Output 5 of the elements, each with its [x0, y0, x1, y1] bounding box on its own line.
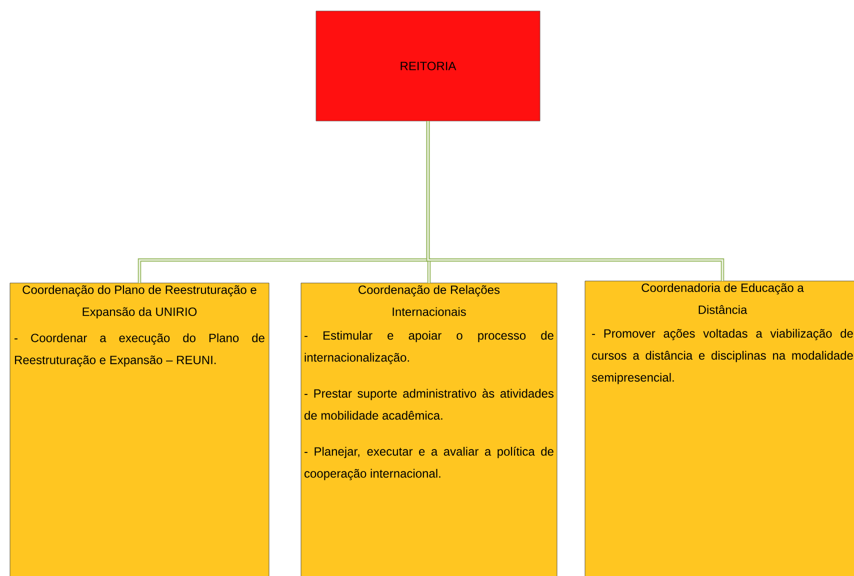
- org-box: REITORIA: [316, 10, 540, 122]
- org-box: Coordenadoria de Educação a Distância - Promover ações voltadas a viabilização de cursos a distância e disciplinas na modalidade semipresencial.: [584, 280, 854, 576]
- org-box: Coordenação de Relações Internacionais - Estimular e apoiar o processo de internacionalização. - Prestar suporte administrativo às atividades de mobilidade acadêmica. - Planejar, executar e a avaliar a política de cooperação internacional.: [300, 282, 558, 576]
- org-box: Coordenação do Plano de Reestruturação e Expansão da UNIRIO - Coordenar a execução do Plano de Reestruturação e Expansão – REUNI.: [10, 282, 270, 576]
- connector: [426, 121, 724, 281]
